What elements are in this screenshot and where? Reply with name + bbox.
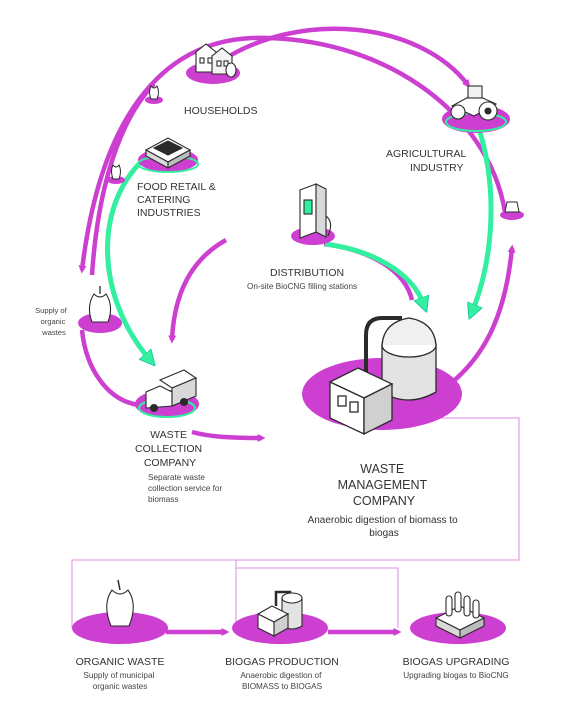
process-title: ORGANIC WASTE <box>76 656 165 668</box>
waste-management-sublabel: Anaerobic digestion of biomass to biogas <box>308 515 461 539</box>
households-label: HOUSEHOLDS <box>184 105 258 117</box>
houses-icon <box>195 43 237 78</box>
delivery-truck-icon <box>145 369 198 413</box>
waste-collection-node: WASTE COLLECTION COMPANY Separate waste … <box>135 369 224 504</box>
cng-pump-icon <box>299 183 332 239</box>
process-stage-biogas-upgrading: BIOGAS UPGRADING Upgrading biogas to Bio… <box>403 591 510 680</box>
agricultural-label: AGRICULTURAL INDUSTRY <box>386 148 469 174</box>
agricultural-seed-marker <box>500 201 524 220</box>
supply-node: Supply of organic wastes <box>35 286 122 337</box>
agricultural-node: AGRICULTURAL INDUSTRY <box>386 85 510 174</box>
waste-management-label: WASTE MANAGEMENT COMPANY <box>338 462 431 508</box>
apple-core-icon <box>88 293 112 323</box>
waste-collection-label: WASTE COLLECTION COMPANY <box>135 429 205 469</box>
process-title: BIOGAS UPGRADING <box>403 656 510 668</box>
households-apple-marker <box>145 85 163 104</box>
apple-core-icon <box>149 85 159 100</box>
process-stage-biogas-production: BIOGAS PRODUCTION Anaerobic digestion of… <box>225 590 339 691</box>
tractor-icon <box>450 85 498 121</box>
food-retail-apple-marker <box>107 164 125 184</box>
process-title: BIOGAS PRODUCTION <box>225 656 339 668</box>
connector-box-lines <box>71 417 520 628</box>
households-node: HOUSEHOLDS <box>184 43 258 117</box>
process-stage-organic-waste: ORGANIC WASTE Supply of municipal organi… <box>72 579 168 691</box>
process-sublabel: Upgrading biogas to BioCNG <box>403 671 509 680</box>
upgrading-unit-icon <box>434 591 486 639</box>
supply-label: Supply of organic wastes <box>35 306 69 337</box>
waste-collection-sublabel: Separate waste collection service for bi… <box>148 473 224 504</box>
process-sublabel: Supply of municipal organic wastes <box>83 671 156 691</box>
waste-management-node: WASTE MANAGEMENT COMPANY Anaerobic diges… <box>302 316 462 539</box>
distribution-sublabel: On-site BioCNG filling stations <box>247 282 357 291</box>
apple-core-icon <box>111 164 121 180</box>
food-retail-node: FOOD RETAIL & CATERING INDUSTRIES <box>137 137 219 219</box>
process-sublabel: Anaerobic digestion of BIOMASS to BIOGAS <box>240 671 323 691</box>
food-retail-label: FOOD RETAIL & CATERING INDUSTRIES <box>137 181 219 219</box>
food-store-icon <box>144 137 192 169</box>
distribution-label: DISTRIBUTION <box>270 267 344 279</box>
biogas-plant-icon <box>328 316 437 436</box>
green-flow-arrows <box>105 131 494 360</box>
distribution-node: DISTRIBUTION On-site BioCNG filling stat… <box>247 183 357 291</box>
seed-bag-icon <box>504 201 520 213</box>
apple-core-icon <box>106 589 134 627</box>
digester-icon <box>256 590 303 637</box>
